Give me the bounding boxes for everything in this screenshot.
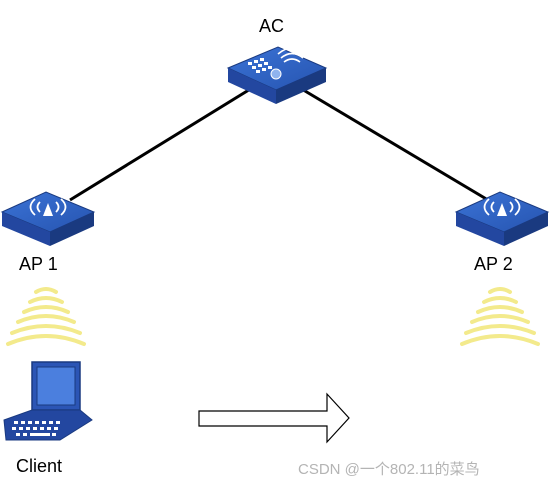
link-ac-ap2 [299, 86, 489, 202]
ac-device[interactable] [226, 46, 328, 104]
access-point-icon [29, 198, 67, 216]
ap1-device[interactable] [0, 191, 96, 246]
client-laptop-icon[interactable] [3, 361, 93, 441]
link-ac-ap1 [69, 86, 253, 202]
ap2-wireless-signal-icon [460, 287, 540, 346]
ac-globe-icon [270, 68, 282, 80]
ac-keypad-icon [248, 58, 272, 73]
ap1-wireless-signal-icon [6, 287, 86, 346]
ap1-label: AP 1 [19, 254, 58, 274]
client-label: Client [16, 456, 63, 476]
watermark-text: CSDN @一个802.11的菜鸟 [298, 461, 480, 478]
ap2-label: AP 2 [474, 254, 513, 274]
ap2-device[interactable] [454, 191, 550, 246]
ac-wireless-icon [277, 47, 307, 63]
roaming-arrow-icon [198, 392, 350, 444]
ac-label: AC [259, 16, 285, 36]
access-point-icon [483, 198, 521, 216]
